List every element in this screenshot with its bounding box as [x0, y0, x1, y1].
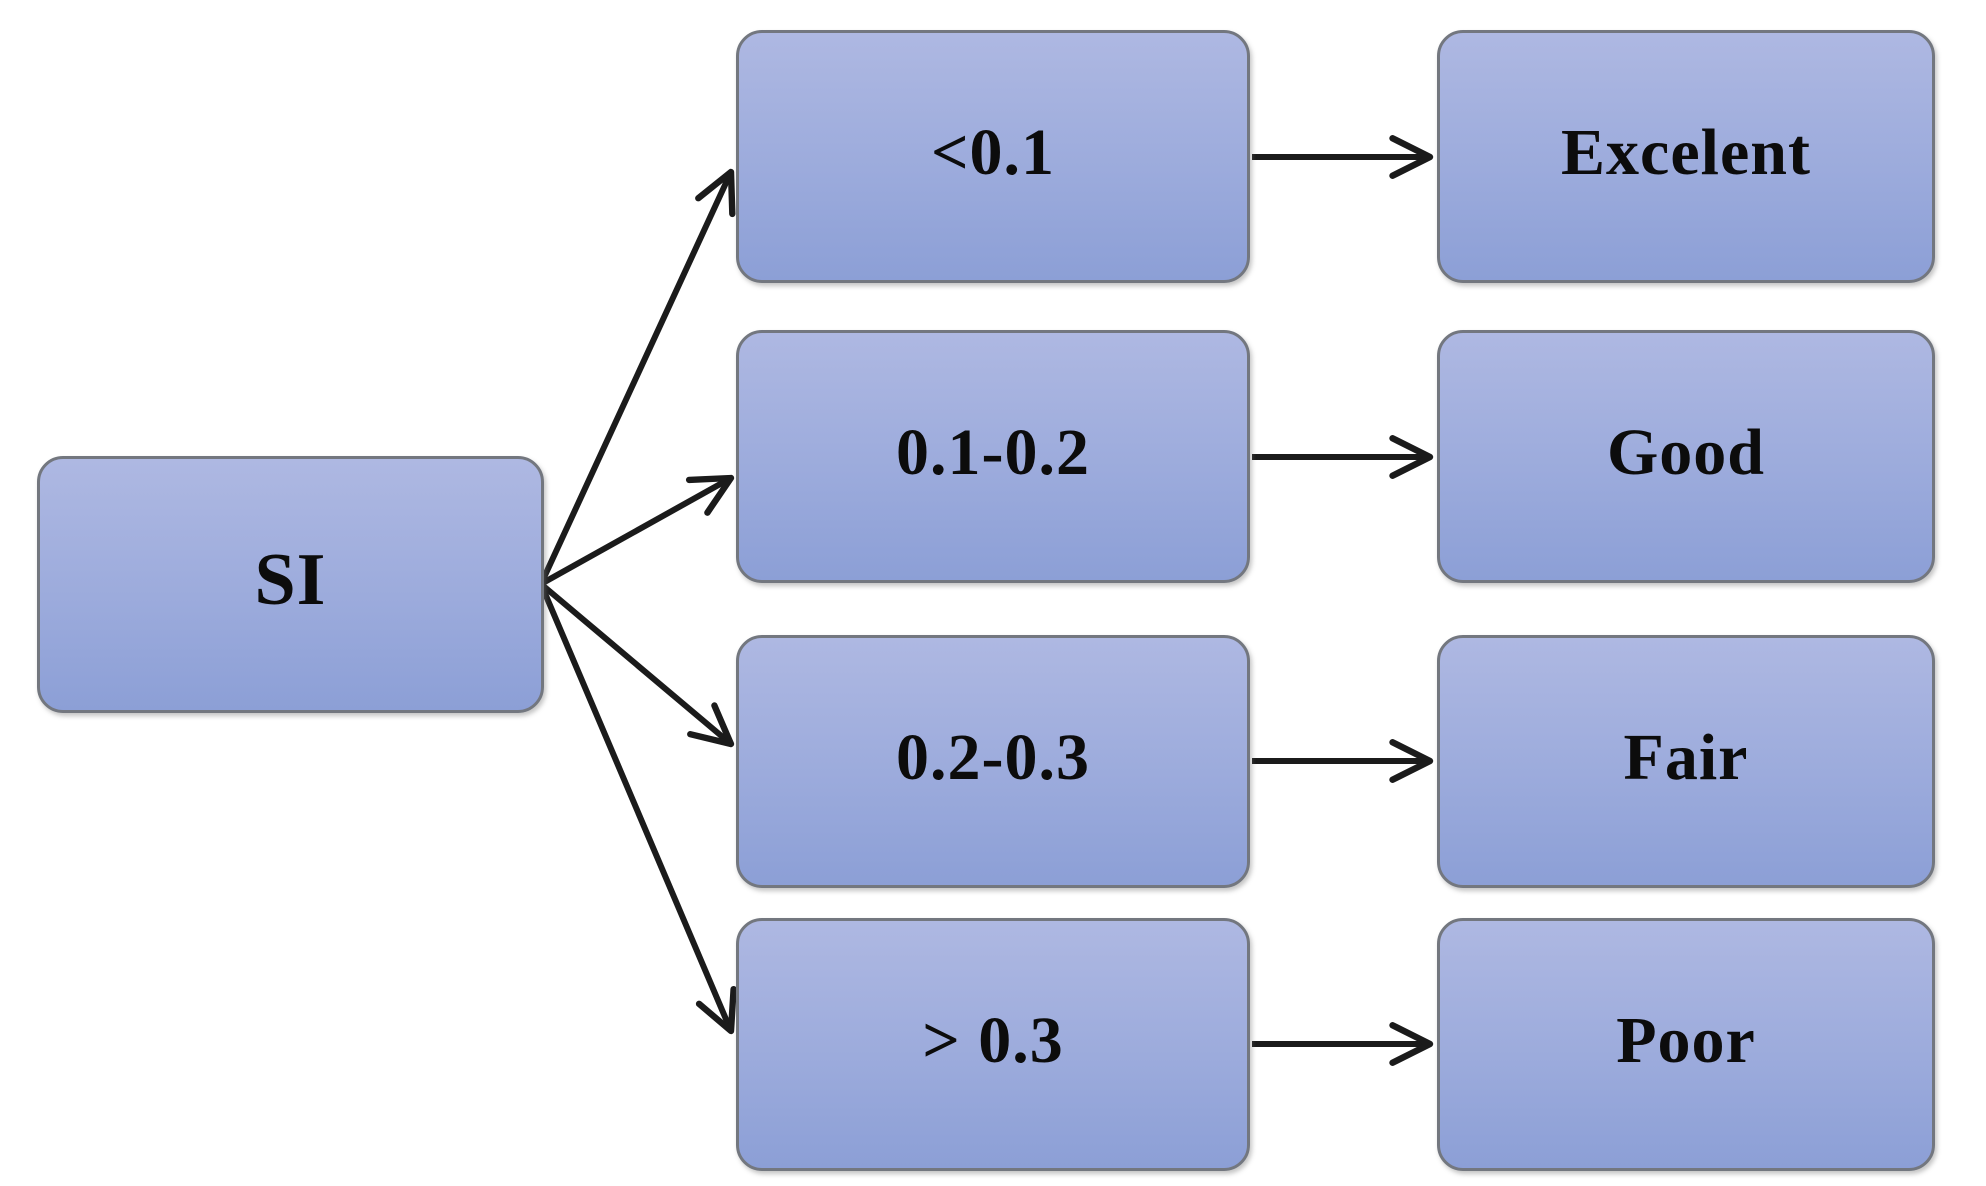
- range-node-label: 0.2-0.3: [896, 720, 1090, 794]
- rating-node-label: Fair: [1623, 720, 1749, 794]
- range-node-lt-0-1: <0.1: [736, 30, 1250, 283]
- fan-arrow-fair: [539, 581, 735, 748]
- fan-arrow-good: [539, 474, 735, 587]
- range-node-0-2-0-3: 0.2-0.3: [736, 635, 1250, 888]
- rating-node-label: Excelent: [1561, 115, 1811, 189]
- range-node-label: <0.1: [930, 115, 1056, 189]
- range-node-label: > 0.3: [922, 1003, 1064, 1077]
- rating-node-good: Good: [1437, 330, 1935, 583]
- rating-node-label: Good: [1606, 415, 1766, 489]
- rating-node-label: Poor: [1616, 1003, 1756, 1077]
- rating-node-poor: Poor: [1437, 918, 1935, 1171]
- fan-arrow-poor: [538, 582, 737, 1035]
- si-node: SI: [37, 456, 544, 713]
- range-node-gt-0-3: > 0.3: [736, 918, 1250, 1171]
- si-node-label: SI: [254, 539, 327, 621]
- range-node-0-1-0-2: 0.1-0.2: [736, 330, 1250, 583]
- rating-node-fair: Fair: [1437, 635, 1935, 888]
- range-node-label: 0.1-0.2: [896, 415, 1090, 489]
- rating-node-excelent: Excelent: [1437, 30, 1935, 283]
- fan-arrow-excelent: [538, 168, 736, 586]
